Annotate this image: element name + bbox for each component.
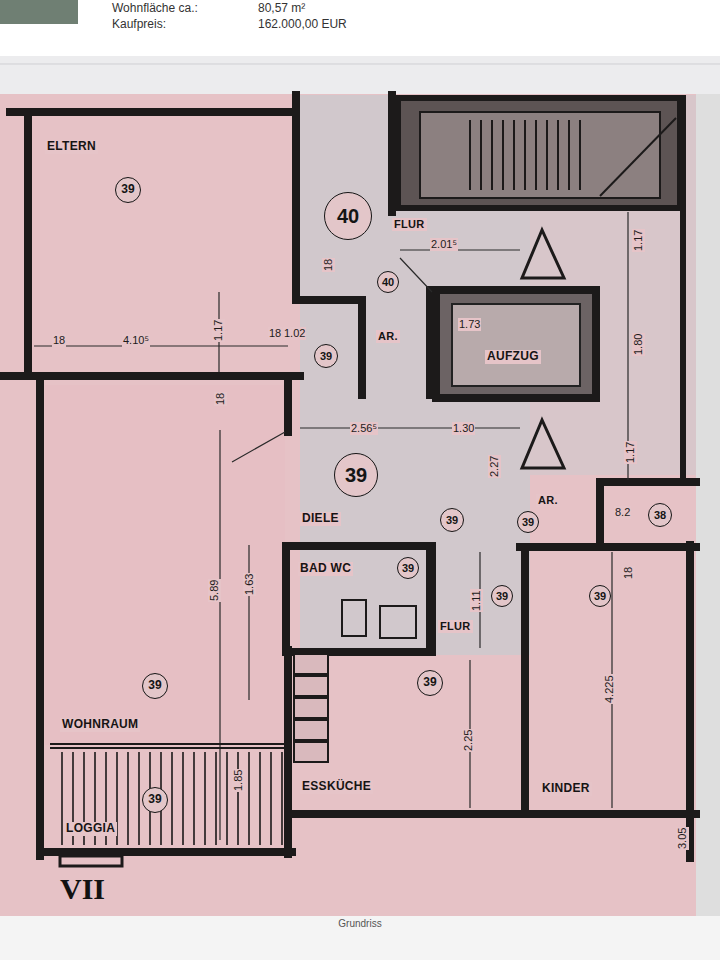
room-area: ELTERN 39 — [32, 122, 290, 370]
room-number: 39 — [522, 516, 534, 528]
room-area: BAD WC 39 — [290, 550, 428, 648]
room-name: KINDER — [540, 782, 592, 796]
dimension: 1.73 — [458, 318, 481, 331]
dimension: 8.2 — [614, 506, 631, 519]
room-area: AUFZUG — [440, 292, 590, 392]
room-name: DIELE — [300, 512, 341, 526]
dimension: 1.17 — [624, 441, 637, 464]
room-area: AR.39 — [500, 490, 595, 542]
dimension: 1.17 — [212, 319, 225, 342]
floor-number: VII — [60, 872, 105, 907]
room-number: 38 — [654, 509, 666, 521]
listing-info: 162.000,00 EUR — [258, 18, 347, 32]
room-name: FLUR — [392, 218, 427, 231]
room-area: AR. — [366, 300, 426, 390]
room-number-circle: 39 — [440, 508, 464, 532]
room-area: DIELE 39 39 — [290, 385, 520, 543]
dimension: 4.10⁵ — [122, 334, 150, 347]
room-area: WOHNRAUM 39 — [45, 385, 285, 745]
dimension: 1.80 — [632, 333, 645, 356]
listing-info: Wohnfläche ca.: — [112, 2, 198, 16]
room-area: LOGGIA 39 — [55, 750, 287, 848]
room-number: 39 — [446, 514, 458, 526]
room-number: 39 — [148, 679, 161, 692]
dimension: 3.05 — [676, 827, 689, 850]
room-number-circle: 39 — [314, 344, 338, 368]
room-number-circle: 39 — [491, 585, 513, 607]
room-name: AUFZUG — [485, 350, 541, 364]
room-area: FLUR 40 — [372, 212, 433, 297]
room-name: AR. — [536, 494, 560, 507]
bathroom-fixtures — [342, 600, 416, 638]
dimension: 2.56⁵ — [350, 422, 378, 435]
dimension: 1.85 — [232, 769, 245, 792]
room-area: ESSKÜCHE 39 — [292, 652, 524, 810]
dimension: 2.25 — [462, 729, 475, 752]
dimension: 5.89 — [208, 579, 221, 602]
listing-info: 80,57 m² — [258, 2, 305, 16]
room-number: 40 — [382, 276, 394, 288]
room-name: BAD WC — [298, 562, 353, 576]
dimension: 1.02 — [283, 327, 306, 340]
room-number-circle: 40 — [324, 192, 372, 240]
room-number-circle: 39 — [517, 511, 539, 533]
shaft-symbol — [522, 230, 564, 278]
room-number-circle: 39 — [142, 787, 168, 813]
room-number-circle: 39 — [142, 673, 168, 699]
room-number-circle: 39 — [397, 557, 419, 579]
walls — [0, 95, 696, 858]
kitchen-counter — [294, 654, 328, 762]
dimension: 18 — [322, 258, 335, 272]
elevator-shaft — [436, 290, 596, 398]
room-number-circle: 40 — [377, 271, 399, 293]
room-number: 39 — [496, 590, 508, 602]
listing-info: Kaufpreis: — [112, 18, 166, 32]
caption: Grundriss — [0, 918, 720, 929]
room-name: ELTERN — [45, 140, 98, 154]
dimension: 1.30 — [452, 422, 475, 435]
dimension: 18 — [622, 566, 635, 580]
dimension: 1.11 — [470, 589, 483, 612]
plan-ground — [0, 94, 696, 916]
dimension: 18 — [268, 327, 282, 340]
room-number-circle: 38 — [648, 503, 672, 527]
room-name: WOHNRAUM — [60, 718, 140, 732]
dimension: 4.225 — [603, 674, 616, 704]
room-number: 39 — [402, 562, 414, 574]
room-number-circle: 39 — [334, 453, 378, 497]
loggia-railing — [50, 744, 290, 866]
room-number-circle: 39 — [417, 670, 443, 696]
room-number-circle: 39 — [115, 177, 141, 203]
room-number: 39 — [594, 590, 606, 602]
room-name: AR. — [376, 330, 400, 343]
room-name: ESSKÜCHE — [300, 780, 373, 794]
dimension: 1.63 — [243, 573, 256, 596]
room-number: 39 — [121, 183, 134, 196]
bathroom-walls — [286, 546, 432, 652]
staircase — [398, 98, 680, 208]
room-number: 39 — [320, 350, 332, 362]
room-name: LOGGIA — [64, 822, 117, 836]
room-number: 39 — [148, 793, 161, 806]
dimension: 18 — [214, 392, 227, 406]
room-number: 39 — [345, 464, 367, 486]
dimension: 18 — [52, 334, 66, 347]
room-number: 40 — [337, 205, 359, 227]
dimension-lines — [34, 212, 628, 840]
room-number: 39 — [423, 676, 436, 689]
dimension: 2.27 — [488, 455, 501, 478]
dimension: 1.17 — [632, 229, 645, 252]
thumbnail — [0, 0, 78, 24]
dimension: 2.01⁵ — [430, 238, 458, 251]
room-number-circle: 39 — [589, 585, 611, 607]
shaft-symbol — [522, 420, 564, 468]
room-name: FLUR — [438, 620, 473, 633]
